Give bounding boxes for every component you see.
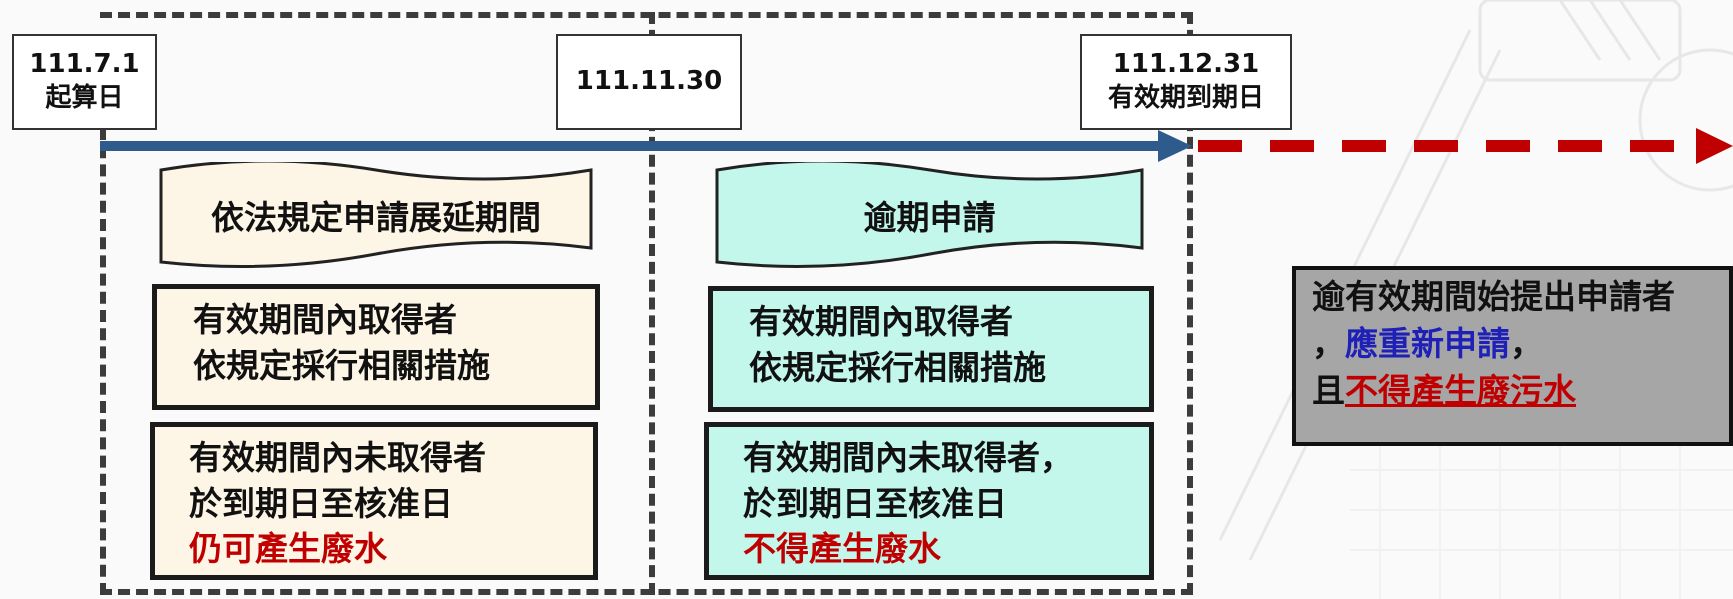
right-not-obtained-line2: 於到期日至核准日 [743, 483, 1007, 523]
left-obtained-line2: 依規定採行相關措施 [193, 345, 490, 385]
end-date-box: 111.12.31 有效期到期日 [1080, 34, 1292, 130]
frame-right-dashes [1187, 12, 1193, 595]
scroll-shape [715, 162, 1144, 268]
right-not-obtained-box: 有效期間內未取得者， 於到期日至核准日 不得產生廢水 [704, 422, 1154, 580]
note-line1: 逾有效期間始提出申請者 [1312, 277, 1675, 316]
left-not-obtained-line1: 有效期間內未取得者 [189, 438, 486, 477]
note-line3: 且不得產生廢污水 [1312, 368, 1729, 415]
note-line2-prefix: ， [1312, 323, 1345, 363]
scroll-shape [159, 162, 593, 268]
start-date-label: 起算日 [45, 83, 124, 113]
start-date: 111.7.1 [29, 49, 140, 80]
left-not-obtained-box: 有效期間內未取得者 於到期日至核准日 仍可產生廢水 [150, 422, 598, 580]
left-not-obtained-line3: 仍可產生廢水 [189, 529, 387, 569]
right-obtained-line1: 有效期間內取得者 [749, 302, 1013, 341]
left-scroll-banner: 依法規定申請展延期間 [158, 162, 594, 274]
right-panel-title: 逾期申請 [863, 198, 996, 237]
reapply-note-box: 逾有效期間始提出申請者 ，應重新申請， 且不得產生廢污水 [1292, 266, 1733, 446]
note-line2-suffix: ， [1510, 323, 1543, 363]
right-scroll-banner: 逾期申請 [714, 162, 1145, 274]
frame-bottom-dashes [100, 589, 1193, 595]
right-obtained-box: 有效期間內取得者 依規定採行相關措施 [708, 286, 1154, 412]
middle-date: 111.11.30 [575, 66, 723, 97]
right-not-obtained-line3: 不得產生廢水 [743, 529, 941, 569]
left-obtained-line1: 有效期間內取得者 [193, 300, 457, 339]
frame-left-dashes [100, 128, 106, 595]
end-date-label: 有效期到期日 [1107, 83, 1264, 113]
middle-date-box: 111.11.30 [556, 34, 742, 130]
left-panel-title: 依法規定申請展延期間 [211, 198, 541, 237]
end-date: 111.12.31 [1112, 49, 1260, 80]
timeline-arrow [100, 130, 1192, 162]
start-date-box: 111.7.1 起算日 [12, 34, 157, 130]
expired-dashed-arrow [1198, 128, 1733, 164]
right-obtained-line2: 依規定採行相關措施 [749, 347, 1046, 387]
left-obtained-box: 有效期間內取得者 依規定採行相關措施 [152, 284, 600, 410]
note-no-wastewater-highlight: 不得產生廢污水 [1345, 370, 1576, 410]
right-not-obtained-line1: 有效期間內未取得者， [743, 438, 1073, 477]
divider-dashes [649, 12, 655, 595]
left-not-obtained-line2: 於到期日至核准日 [189, 483, 453, 523]
note-reapply-highlight: 應重新申請 [1345, 323, 1510, 363]
note-line2: ，應重新申請， [1312, 321, 1729, 368]
note-line3-prefix: 且 [1312, 370, 1345, 410]
frame-top-dashes [100, 12, 1193, 18]
